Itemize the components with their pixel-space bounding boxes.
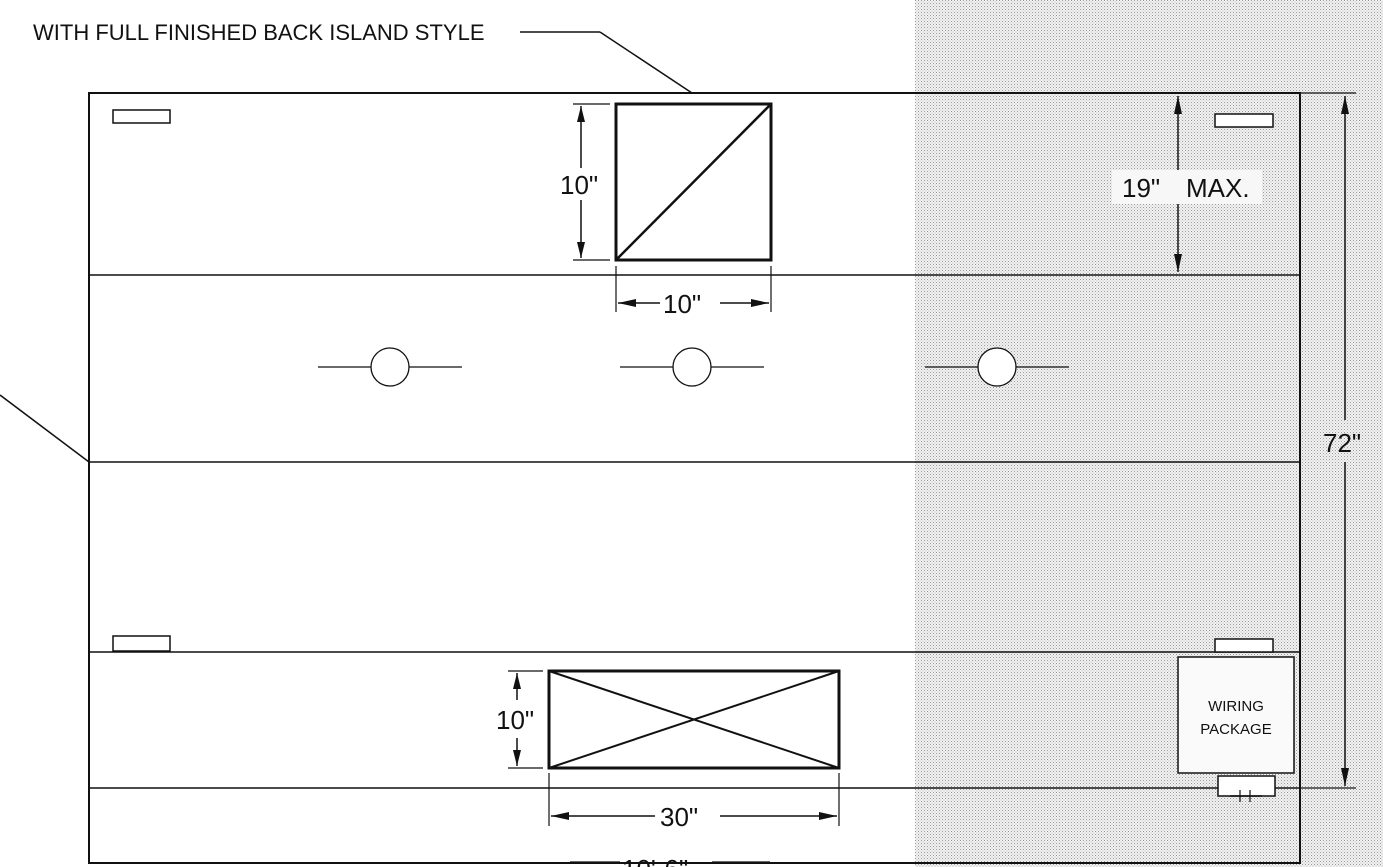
left-leader-line [0, 394, 90, 463]
slot-top-left [112, 109, 171, 124]
slot-bottom-right-lower [1217, 775, 1276, 802]
wiring-package-box: WIRING PACKAGE [1177, 656, 1295, 774]
slot-bottom-left [112, 635, 171, 652]
top-section-dimension: 19" MAX. [1112, 96, 1262, 272]
shaded-region [915, 0, 1383, 867]
square-height-dimension: 10" [556, 103, 610, 261]
top-section-height-label: 19" [1122, 173, 1160, 203]
square-opening [614, 102, 773, 262]
overall-width-label: 10'-6" [622, 854, 688, 867]
top-section-max-label: MAX. [1186, 173, 1250, 203]
header-callout: WITH FULL FINISHED BACK ISLAND STYLE [33, 20, 693, 94]
wiring-line1: WIRING [1208, 698, 1264, 715]
rect-width-dimension: 30" [548, 773, 840, 832]
slot-top-right [1214, 113, 1274, 128]
circle-symbol-2 [620, 347, 764, 387]
circle-symbol-3 [925, 347, 1069, 387]
square-height-label: 10" [560, 170, 598, 200]
square-width-label: 10" [663, 289, 701, 319]
header-callout-text: WITH FULL FINISHED BACK ISLAND STYLE [33, 20, 485, 45]
rect-height-label: 10" [496, 705, 534, 735]
circle-symbol-1 [318, 347, 462, 387]
rect-height-dimension: 10" [496, 670, 543, 769]
overall-width-dimension: 10'-6" [570, 854, 770, 867]
slot-bottom-right [1214, 638, 1274, 653]
overall-height-label: 72" [1323, 428, 1361, 458]
panel-outline [88, 92, 1301, 864]
overall-height-dimension: 72" [1300, 92, 1361, 789]
rectangle-opening [547, 669, 841, 770]
wiring-line2: PACKAGE [1200, 721, 1271, 738]
square-width-dimension: 10" [615, 266, 772, 319]
rect-width-label: 30" [660, 802, 698, 832]
